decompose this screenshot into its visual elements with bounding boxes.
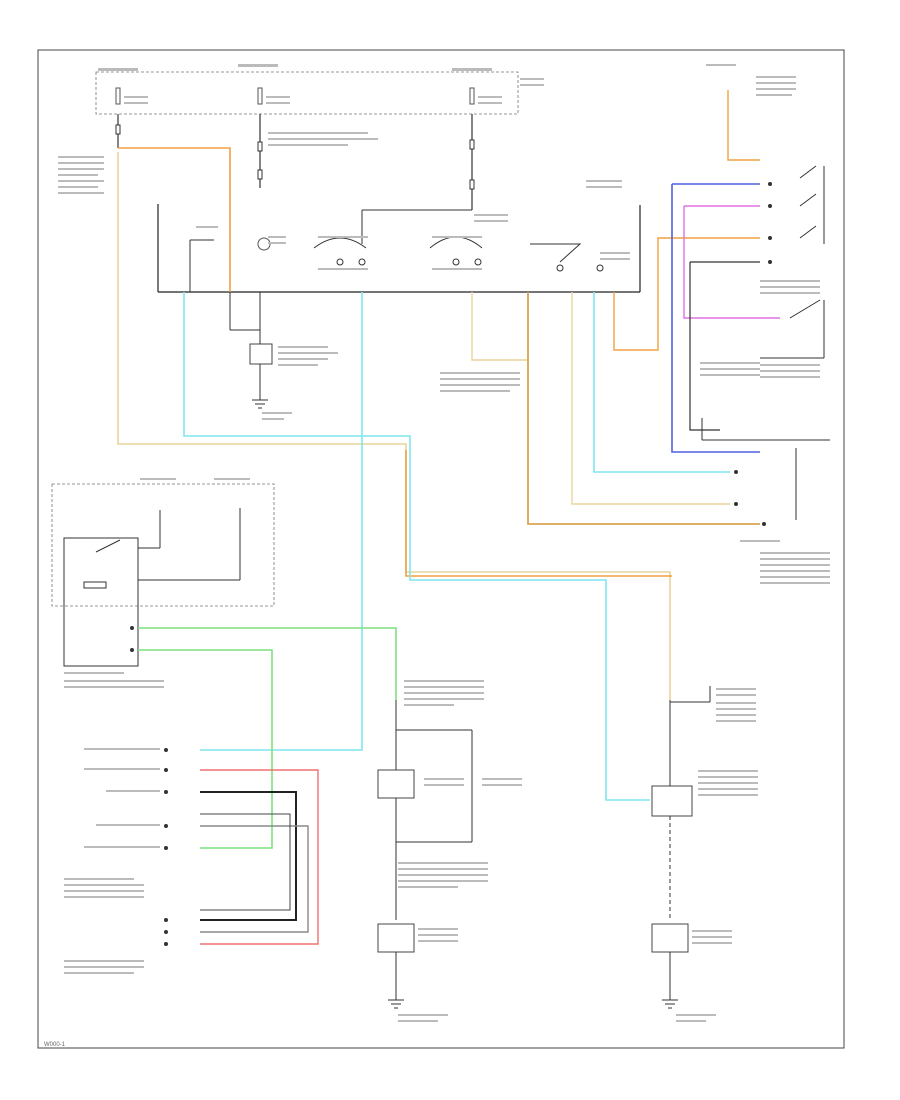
wire-tan-right: [471, 292, 528, 361]
compressor-relay: [63, 537, 139, 667]
wire-orange-topright: [727, 90, 760, 161]
splice-diode: [651, 686, 711, 1009]
wire-blue: [671, 183, 760, 453]
fuse-left: [115, 87, 121, 148]
diagram-border: [37, 49, 845, 1049]
wire-orange-mid: [405, 450, 672, 577]
wire-tan-right2: [571, 292, 730, 505]
pcm-pins: [130, 626, 168, 946]
ground-g103: [249, 292, 273, 409]
ac-compressor-clutch: [377, 700, 473, 1009]
wire-orange-top: [118, 147, 231, 292]
control-head: [157, 204, 641, 293]
fuse-block: [95, 71, 519, 115]
wire-green-1: [138, 627, 397, 700]
wire-orange-upper: [613, 237, 760, 351]
illegible-labels: [58, 64, 830, 1022]
fuse-middle: [257, 87, 263, 188]
wire-cyan-signal: [200, 292, 363, 751]
wire-black-2: [200, 813, 291, 911]
wire-orange-right: [527, 292, 760, 525]
wire-black-1: [200, 791, 297, 921]
right-connector: [701, 418, 830, 526]
wire-cyan-main: [183, 292, 650, 801]
page-label: W000-1: [44, 1042, 66, 1048]
wire-magenta: [683, 205, 780, 319]
wire-black-right: [689, 261, 760, 431]
wire-tan-main: [117, 152, 671, 700]
hvac-relay-box: [51, 483, 275, 607]
relay-contact: [83, 508, 241, 589]
wire-green-2: [138, 649, 273, 849]
fuse-right: [469, 87, 475, 210]
wire-red: [200, 769, 319, 945]
relay-switches: [760, 165, 825, 359]
wire-gray-1: [200, 825, 309, 933]
wire-cyan-right: [593, 292, 730, 473]
